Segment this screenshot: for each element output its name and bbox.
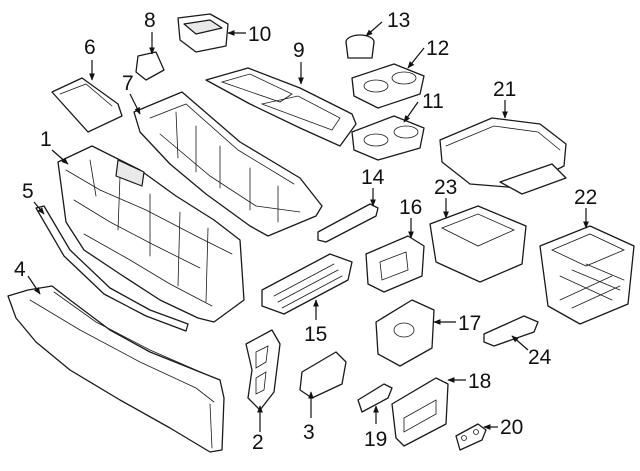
part-6-pocket-liner[interactable] [51,77,123,133]
part-18-side-cover[interactable] [391,377,449,447]
part-1-console-base[interactable] [57,145,245,323]
part-3-connector[interactable] [299,351,347,399]
callout-15[interactable]: 15 [304,323,327,346]
leader-24 [511,335,529,351]
callout-16[interactable]: 16 [399,196,422,219]
part-12-cupholder[interactable] [351,63,425,109]
part-8-clip[interactable] [135,51,165,81]
callout-24[interactable]: 24 [528,346,552,369]
leader-12 [407,47,425,69]
part-7-upper-frame[interactable] [133,91,323,237]
callout-labels: 1 2 3 4 5 6 7 8 9 10 11 12 13 14 15 16 1… [14,9,597,454]
part-4-side-panel[interactable] [7,285,225,453]
callout-22[interactable]: 22 [574,186,597,209]
leader-13 [365,21,383,37]
part-21-armrest[interactable] [439,117,567,195]
callout-13[interactable]: 13 [387,9,410,32]
callout-5[interactable]: 5 [22,180,34,203]
callout-18[interactable]: 18 [468,370,491,393]
part-10-switch-module[interactable] [177,13,229,53]
part-9-top-panel[interactable] [205,67,357,147]
leader-4 [27,275,41,295]
leader-lines [27,21,589,432]
callout-20[interactable]: 20 [500,416,523,439]
part-15-vent[interactable] [261,253,353,315]
part-14-trim-strip[interactable] [317,203,379,243]
callout-17[interactable]: 17 [458,312,481,335]
callout-12[interactable]: 12 [426,37,449,60]
callout-1[interactable]: 1 [40,128,52,151]
callout-10[interactable]: 10 [248,23,271,46]
leader-5 [33,201,45,215]
callout-2[interactable]: 2 [252,431,264,454]
part-2-bracket[interactable] [245,329,281,411]
callout-4[interactable]: 4 [14,258,26,281]
part-11-cupholder-lower[interactable] [351,115,425,161]
part-23-storage-tray[interactable] [429,205,527,283]
part-17-lower-bezel[interactable] [375,299,435,367]
leader-1 [51,149,69,165]
part-16-bezel[interactable] [365,235,425,293]
part-19-small-switch[interactable] [357,383,393,413]
callout-7[interactable]: 7 [122,72,134,95]
leader-7 [129,93,141,115]
part-5-side-strip[interactable] [35,205,189,332]
part-20-small-plate[interactable] [455,423,487,451]
callout-8[interactable]: 8 [144,9,156,32]
callout-23[interactable]: 23 [434,176,457,199]
callout-21[interactable]: 21 [493,78,516,101]
leader-11 [403,101,419,123]
callout-19[interactable]: 19 [364,428,387,451]
callout-3[interactable]: 3 [303,421,315,444]
part-22-storage-bin[interactable] [539,225,635,325]
callout-14[interactable]: 14 [361,166,385,189]
part-13-cup-insert[interactable] [345,34,375,59]
callout-9[interactable]: 9 [293,39,305,62]
callout-6[interactable]: 6 [84,36,96,59]
part-24-trim-piece[interactable] [483,315,539,347]
callout-11[interactable]: 11 [422,90,444,113]
